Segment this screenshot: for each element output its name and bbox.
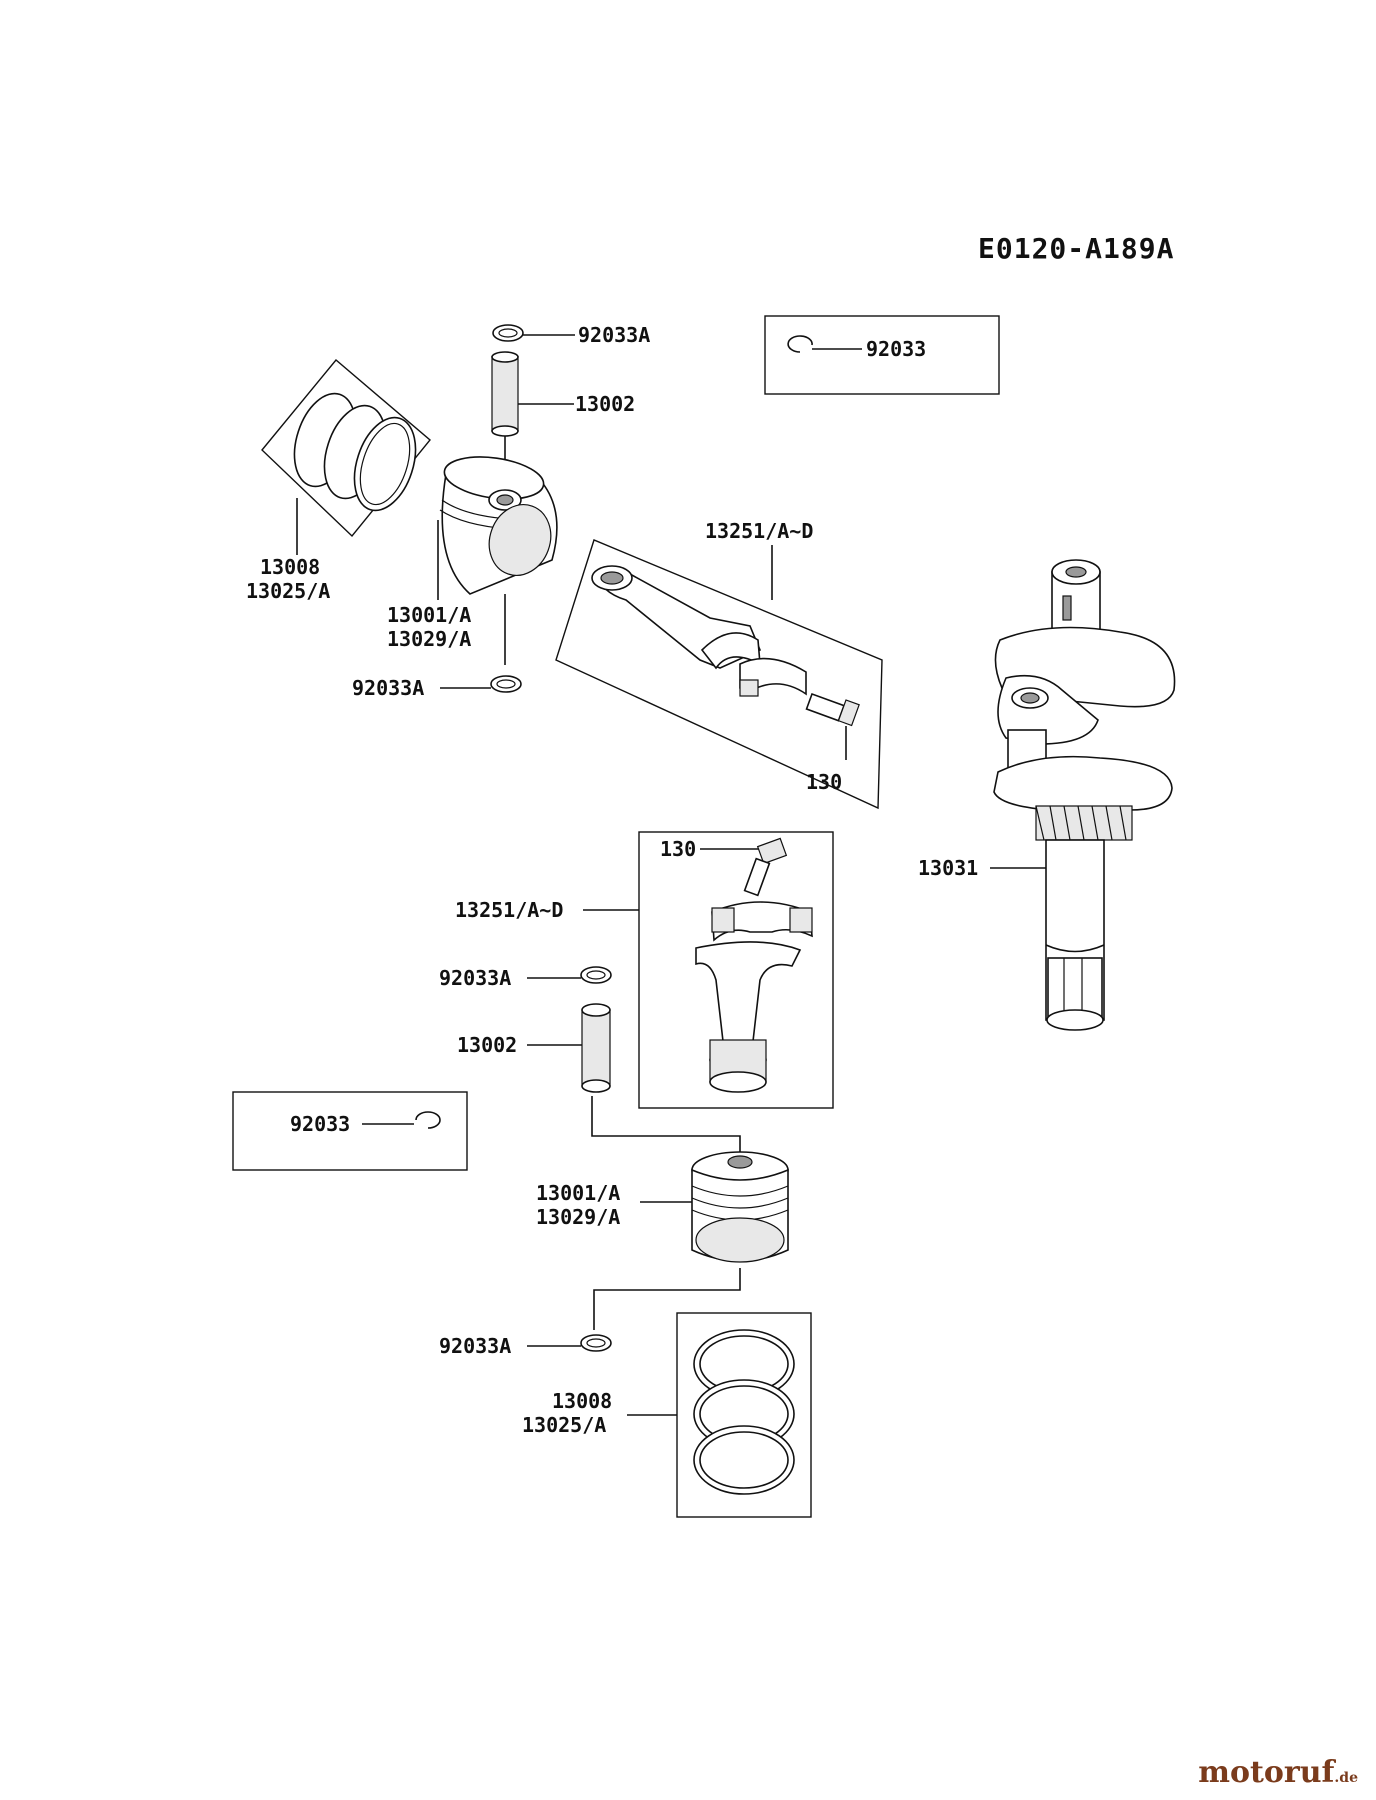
circlip-bottom-1[interactable] xyxy=(527,966,612,984)
connecting-rod-top[interactable] xyxy=(555,539,883,810)
label-piston-bottom-2: 13029/A xyxy=(536,1205,620,1229)
alt-circlip-box-top[interactable] xyxy=(764,315,1000,395)
label-clip-lower-top: 92033A xyxy=(352,676,424,700)
label-piston-top-1: 13001/A xyxy=(387,603,471,627)
circlip-top-lower[interactable] xyxy=(440,675,522,693)
conrod-bolt-bottom[interactable] xyxy=(700,837,788,897)
piston-top[interactable] xyxy=(437,451,561,665)
label-conrod-top: 13251/A~D xyxy=(705,519,813,543)
label-clip-bottom-1: 92033A xyxy=(439,966,511,990)
label-clip-alt-top: 92033 xyxy=(866,337,926,361)
label-rings-bottom-1: 13008 xyxy=(552,1389,612,1413)
label-clip-bottom-2: 92033A xyxy=(439,1334,511,1358)
label-piston-bottom-1: 13001/A xyxy=(536,1181,620,1205)
circlip-top[interactable] xyxy=(492,324,575,342)
crankshaft[interactable] xyxy=(990,559,1176,1031)
circlip-bottom-2[interactable] xyxy=(527,1334,612,1352)
diagram-code: E0120-A189A xyxy=(978,232,1174,265)
label-clip-alt-bottom: 92033 xyxy=(290,1112,350,1136)
piston-rings-top[interactable] xyxy=(261,359,431,555)
piston-pin-bottom[interactable] xyxy=(527,1003,741,1160)
label-clip-top: 92033A xyxy=(578,323,650,347)
piston-bottom[interactable] xyxy=(593,1151,789,1330)
label-bolt-bottom: 130 xyxy=(660,837,696,861)
label-pin-bottom: 13002 xyxy=(457,1033,517,1057)
label-bolt-top: 130 xyxy=(806,770,842,794)
label-crankshaft: 13031 xyxy=(918,856,978,880)
label-piston-top-2: 13029/A xyxy=(387,627,471,651)
conrod-bolt-top[interactable] xyxy=(805,692,860,760)
alt-circlip-box-bottom[interactable] xyxy=(232,1091,468,1171)
label-pin-top: 13002 xyxy=(575,392,635,416)
label-rings-top-2: 13025/A xyxy=(246,579,330,603)
watermark-logo: motoruf.de xyxy=(1198,1755,1358,1790)
label-rings-bottom-2: 13025/A xyxy=(522,1413,606,1437)
label-conrod-bottom: 13251/A~D xyxy=(455,898,563,922)
connecting-rod-bottom[interactable] xyxy=(583,831,834,1109)
piston-rings-bottom[interactable] xyxy=(627,1312,812,1518)
label-rings-top-1: 13008 xyxy=(260,555,320,579)
